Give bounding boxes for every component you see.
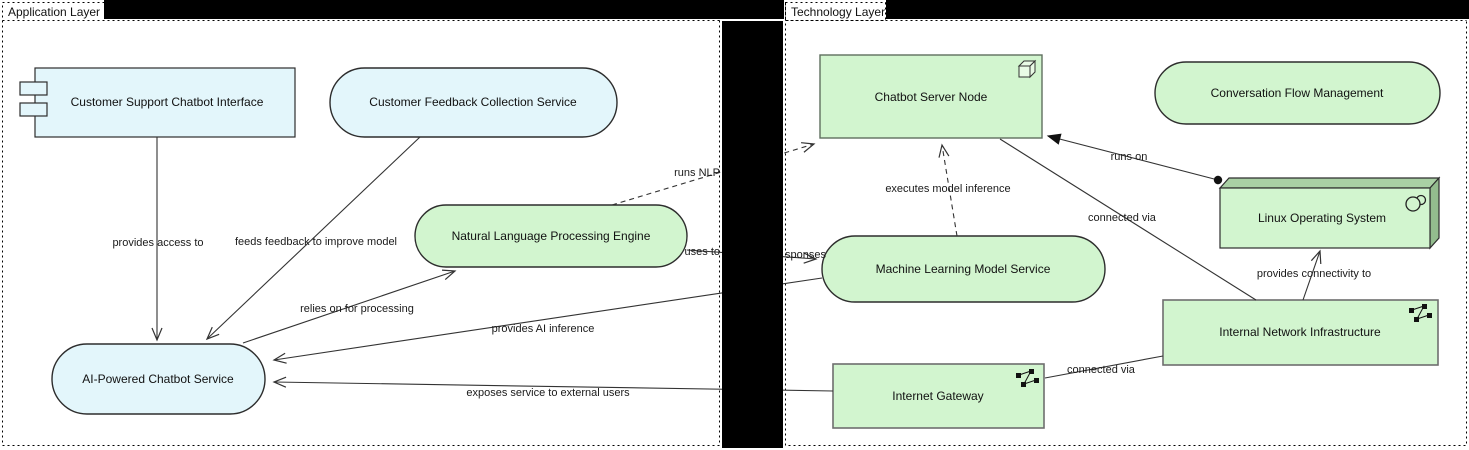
relation-label-provides-access-to: provides access to [112, 237, 203, 249]
relation-label-runs-on: runs on [1111, 151, 1148, 163]
relation-label-feeds-feedback: feeds feedback to improve model [235, 236, 397, 248]
element-ai-powered-chatbot-service[interactable]: AI-Powered Chatbot Service [51, 343, 266, 415]
element-label: Chatbot Server Node [875, 90, 988, 104]
element-internet-gateway[interactable]: Internet Gateway [832, 363, 1045, 429]
relation-executes-model-inference[interactable] [938, 143, 958, 237]
relation-label-connected-via-gateway: connected via [1067, 364, 1136, 376]
relation-connected-via-node[interactable] [999, 138, 1257, 301]
redaction-bar-middle [722, 21, 783, 448]
application-layer-label: Application Layer [8, 5, 100, 19]
element-conversation-flow-management[interactable]: Conversation Flow Management [1154, 61, 1441, 125]
relation-label-runs-nlp: runs NLP [674, 167, 720, 179]
relation-label-executes-model-inference: executes model inference [885, 183, 1010, 195]
element-label: Customer Feedback Collection Service [369, 95, 577, 109]
redaction-bar-top-left [104, 0, 784, 19]
network-icon [1409, 304, 1432, 322]
relation-label-exposes-service: exposes service to external users [466, 387, 630, 399]
relation-label-connected-via-node: connected via [1088, 212, 1157, 224]
technology-layer-label: Technology Layer [791, 5, 885, 19]
element-label: Internet Gateway [892, 389, 983, 403]
element-label: Conversation Flow Management [1211, 86, 1384, 100]
relation-label-provides-connectivity: provides connectivity to [1257, 268, 1371, 280]
element-label: Customer Support Chatbot Interface [71, 95, 264, 109]
relation-label-provides-ai-inference: provides AI inference [492, 323, 595, 335]
element-linux-operating-system[interactable]: Linux Operating System [1218, 176, 1441, 250]
relation-label-sponses: sponses [785, 249, 826, 261]
element-customer-support-chatbot-interface[interactable]: Customer Support Chatbot Interface [19, 67, 296, 138]
relation-connected-via-gateway[interactable] [1044, 355, 1164, 379]
relation-runs-on[interactable] [1046, 133, 1223, 185]
element-label: Linux Operating System [1258, 211, 1386, 225]
element-machine-learning-model-service[interactable]: Machine Learning Model Service [821, 235, 1106, 303]
element-chatbot-server-node[interactable]: Chatbot Server Node [819, 54, 1043, 139]
element-customer-feedback-collection-service[interactable]: Customer Feedback Collection Service [329, 67, 618, 138]
component-icon [19, 81, 48, 117]
system-software-icon [1405, 194, 1427, 212]
network-icon [1016, 369, 1039, 387]
relation-label-uses-to: uses to [685, 246, 720, 258]
element-label: Internal Network Infrastructure [1219, 325, 1381, 339]
element-label: Machine Learning Model Service [876, 262, 1051, 276]
element-label: AI-Powered Chatbot Service [82, 372, 234, 386]
element-natural-language-processing-engine[interactable]: Natural Language Processing Engine [414, 204, 688, 268]
element-label: Natural Language Processing Engine [452, 229, 651, 243]
element-internal-network-infrastructure[interactable]: Internal Network Infrastructure [1162, 299, 1439, 366]
relation-feeds-feedback-to-improve-model[interactable] [205, 136, 421, 341]
relation-provides-connectivity-to[interactable] [1302, 249, 1322, 301]
redaction-bar-top-right [886, 0, 1469, 19]
node-icon [1017, 59, 1037, 79]
technology-layer-label-box [785, 2, 886, 21]
relation-relies-on-for-processing[interactable] [242, 269, 457, 344]
relation-label-relies-on: relies on for processing [300, 303, 414, 315]
